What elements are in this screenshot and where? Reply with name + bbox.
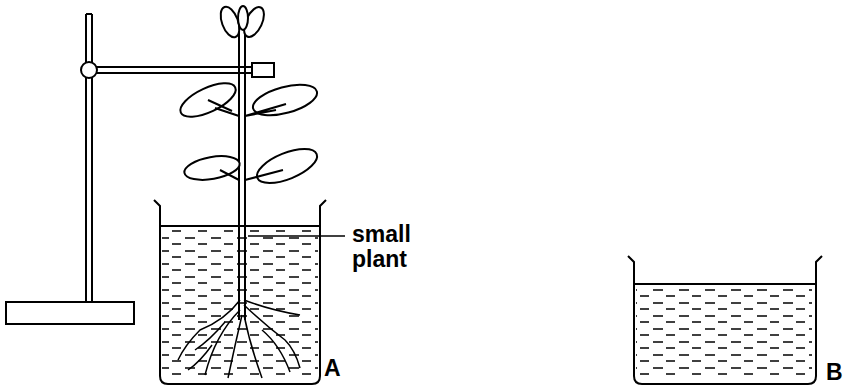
part-label: small plant (352, 222, 452, 273)
small-plant (176, 4, 345, 378)
beaker-label: A (324, 356, 348, 381)
beaker-label: B (826, 360, 852, 385)
beaker-b (628, 256, 822, 384)
